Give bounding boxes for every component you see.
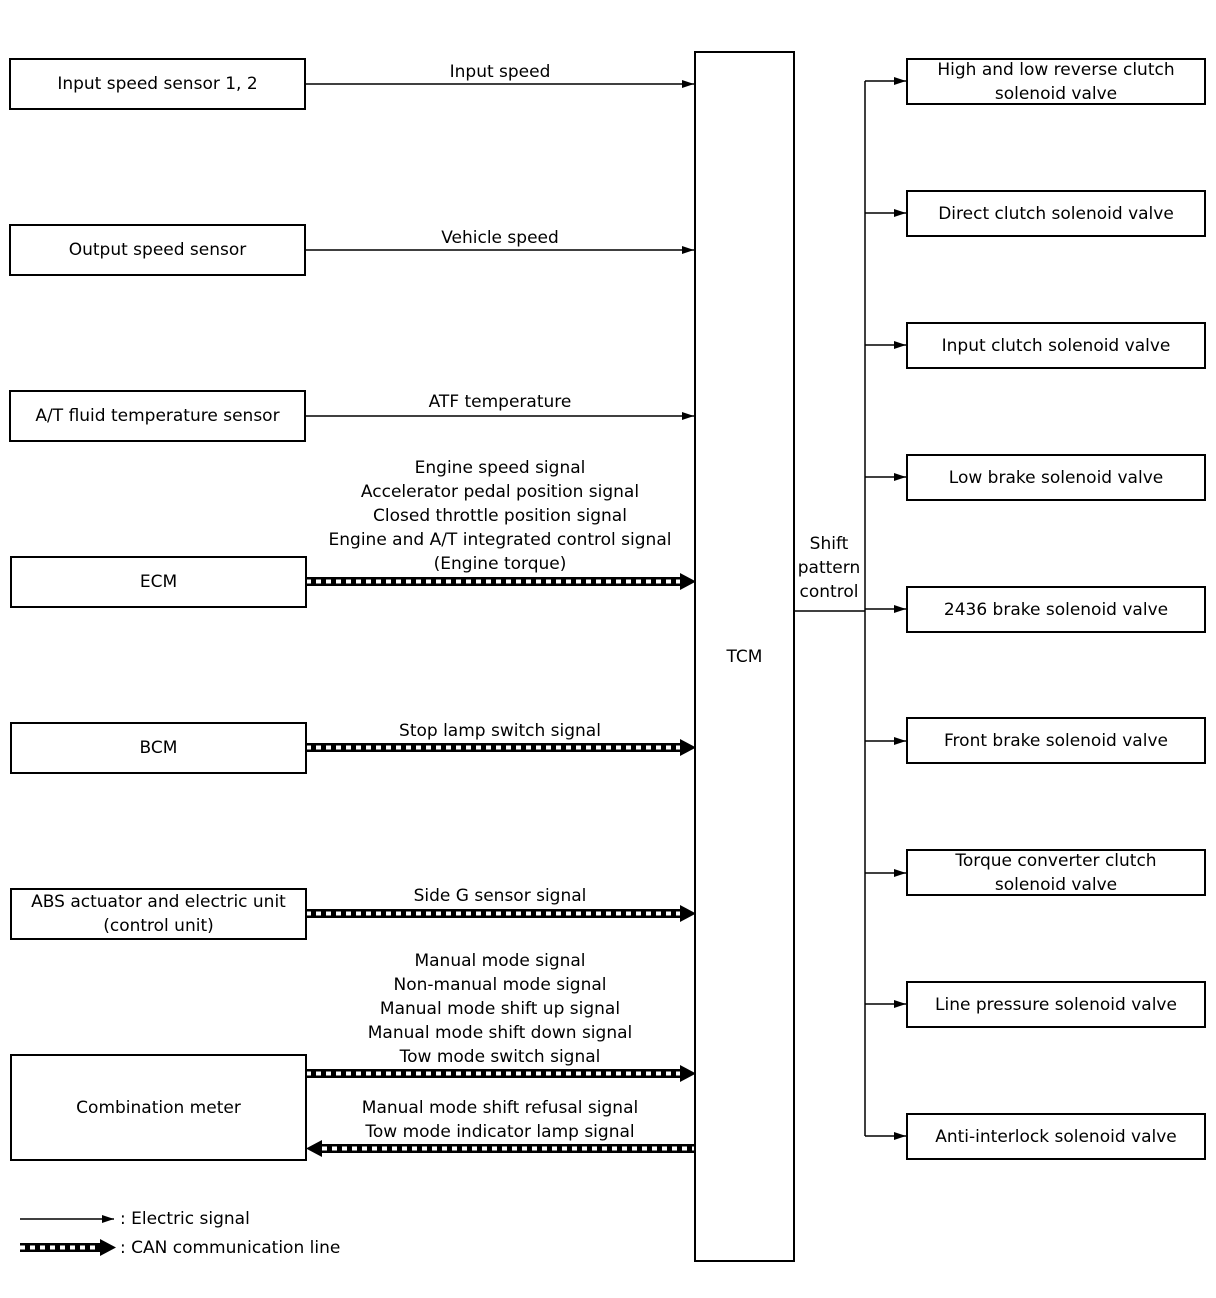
output-valve-7: Torque converter clutch solenoid valve (906, 849, 1206, 896)
atf-temperature-label: ATF temperature (428, 392, 572, 412)
meter-to-tcm-can-line (306, 1065, 696, 1082)
vehicle-speed-label: Vehicle speed (441, 228, 559, 248)
output-valve-2: Direct clutch solenoid valve (906, 190, 1206, 237)
output-valve-3: Input clutch solenoid valve (906, 322, 1206, 369)
input-speed-label: Input speed (449, 62, 551, 82)
legend-can-symbol (20, 1239, 116, 1256)
output-valve-8: Line pressure solenoid valve (906, 981, 1206, 1028)
output-valve-4: Low brake solenoid valve (906, 454, 1206, 501)
legend-electric-text: : Electric signal (120, 1209, 250, 1229)
bcm-box: BCM (10, 722, 307, 774)
ecm-box: ECM (10, 556, 307, 608)
bcm-can-line (306, 739, 696, 756)
tcm-box: TCM (694, 51, 795, 1262)
shift-pattern-label: Shift pattern control (797, 534, 861, 602)
output-valve-1: High and low reverse clutch solenoid val… (906, 58, 1206, 105)
output-valve-5: 2436 brake solenoid valve (906, 586, 1206, 633)
ecm-signals-label: Engine speed signal Accelerator pedal po… (328, 458, 672, 574)
legend-can-text: : CAN communication line (120, 1238, 341, 1258)
abs-can-line (306, 905, 696, 922)
tcm-to-meter-label: Manual mode shift refusal signal Tow mod… (361, 1098, 639, 1142)
stop-lamp-label: Stop lamp switch signal (399, 721, 601, 741)
ecm-can-line (306, 573, 696, 590)
input-speed-sensor-box: Input speed sensor 1, 2 (9, 58, 306, 110)
tcm-to-meter-can-line (306, 1140, 696, 1157)
meter-to-tcm-label: Manual mode signal Non-manual mode signa… (367, 951, 633, 1067)
combination-meter-box: Combination meter (10, 1054, 307, 1161)
side-g-label: Side G sensor signal (413, 886, 587, 906)
abs-unit-box: ABS actuator and electric unit (control … (10, 888, 307, 940)
fluid-temp-sensor-box: A/T fluid temperature sensor (9, 390, 306, 442)
output-valve-6: Front brake solenoid valve (906, 717, 1206, 764)
output-speed-sensor-box: Output speed sensor (9, 224, 306, 276)
output-valve-9: Anti-interlock solenoid valve (906, 1113, 1206, 1160)
